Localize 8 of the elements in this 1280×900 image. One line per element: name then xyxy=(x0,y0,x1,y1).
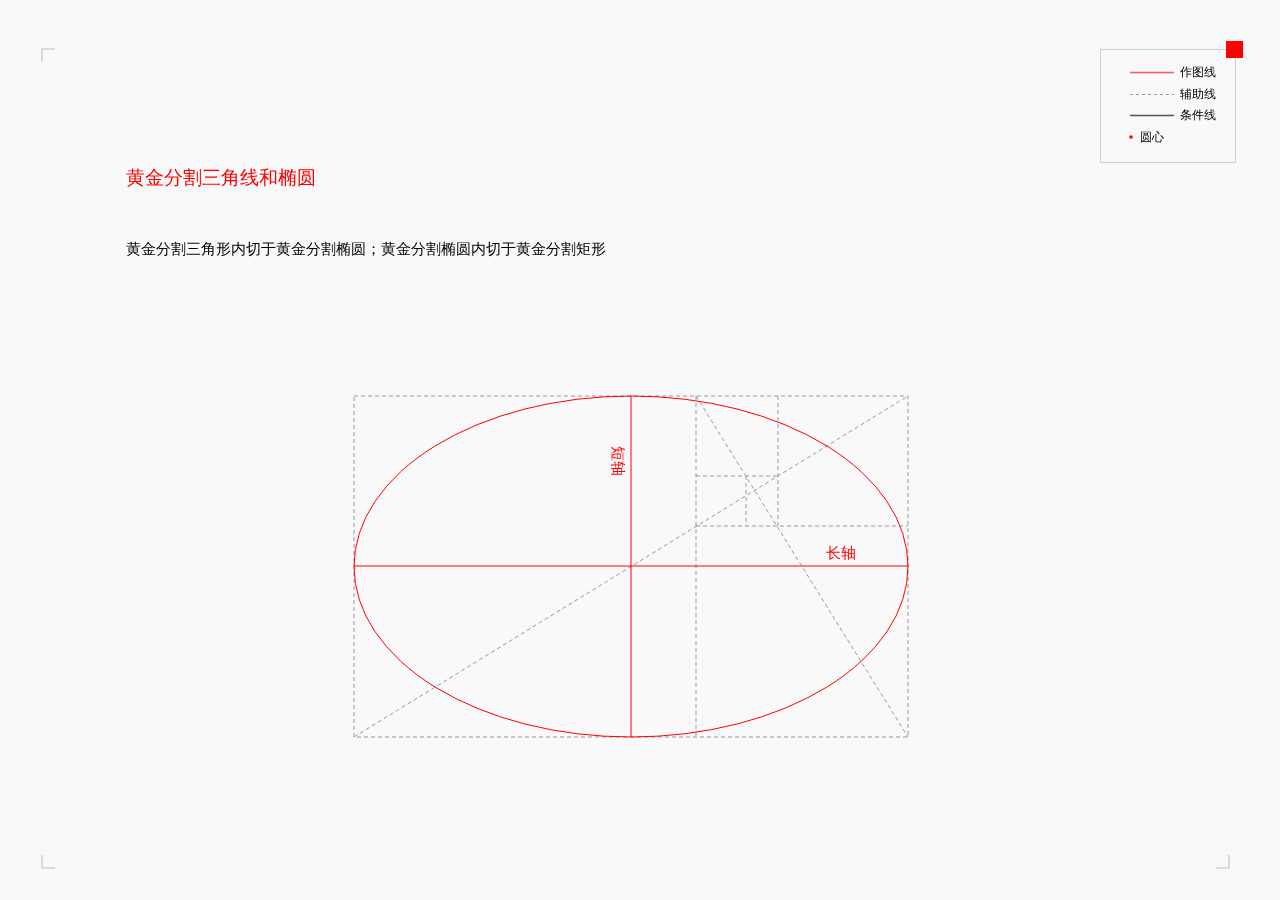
legend-text: 圆心 xyxy=(1140,129,1164,144)
legend-text: 作图线 xyxy=(1180,65,1216,79)
caption: 黄金分割三角形内切于黄金分割椭圆；黄金分割椭圆内切于黄金分割矩形 xyxy=(126,240,606,259)
axis-label: 长轴 xyxy=(826,544,856,563)
legend-text: 辅助线 xyxy=(1180,86,1216,101)
title: 黄金分割三角线和椭圆 xyxy=(126,165,316,190)
axis-label: 短轴 xyxy=(607,445,627,476)
legend-text: 条件线 xyxy=(1180,108,1216,122)
